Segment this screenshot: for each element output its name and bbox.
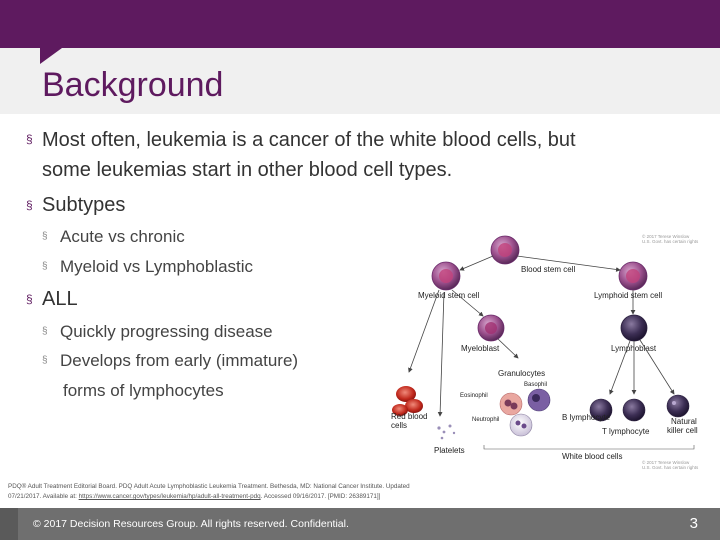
label-myeloid-stem-cell: Myeloid stem cell <box>418 291 480 300</box>
title-band <box>0 48 720 114</box>
bullet-subtypes: Subtypes <box>42 194 126 216</box>
label-blood-stem-cell: Blood stem cell <box>521 265 575 274</box>
sub-bullet-square-icon: § <box>42 326 48 337</box>
label-red-blood-line1: Red blood <box>391 412 427 421</box>
header-bar <box>0 0 720 48</box>
diagram-copyright-line2: U.S. Govt. has certain rights <box>642 239 699 244</box>
sub-bullet-quickly-progressing: Quickly progressing disease <box>60 322 273 341</box>
label-natural-killer-line2: killer cell <box>667 426 698 435</box>
sub-bullet-develops-from-early-line2: forms of lymphocytes <box>63 381 224 400</box>
sub-bullet-acute-vs-chronic: Acute vs chronic <box>60 227 185 246</box>
label-b-lymphocyte: B lymphocyte <box>562 413 611 422</box>
label-red-blood-line2: cells <box>391 421 407 430</box>
diagram-copyright-bottom-line1: © 2017 Terese Winslow <box>642 459 690 465</box>
title-notch-decoration <box>40 48 62 64</box>
reference-line2-suffix: . Accessed 09/16/2017. [PMID: 26389171]] <box>260 493 381 500</box>
bullet-square-icon: § <box>26 198 33 212</box>
page-number: 3 <box>689 515 698 532</box>
red-blood-cells-icon <box>392 386 423 416</box>
sub-bullet-square-icon: § <box>42 231 48 242</box>
reference-link[interactable]: https://www.cancer.gov/types/leukemia/hp… <box>78 493 261 500</box>
myeloblast-icon <box>477 314 505 342</box>
reference-citation: PDQ® Adult Treatment Editorial Board. PD… <box>8 482 478 502</box>
reference-line1: PDQ® Adult Treatment Editorial Board. PD… <box>8 483 410 490</box>
label-natural-killer-line1: Natural <box>671 417 697 426</box>
b-lymphocyte-icon <box>589 398 613 422</box>
myeloid-stem-cell-icon <box>431 261 461 291</box>
label-platelets: Platelets <box>434 446 465 455</box>
white-blood-cells-bracket <box>483 445 695 450</box>
sub-bullet-myeloid-vs-lymphoblastic: Myeloid vs Lymphoblastic <box>60 257 254 276</box>
granulocytes-cluster-icon <box>499 388 551 437</box>
footer-bar <box>0 508 720 540</box>
label-white-blood-cells: White blood cells <box>562 452 622 461</box>
reference-line2: 07/21/2017. Available at: https://www.ca… <box>8 492 478 502</box>
diagram-copyright-line1: © 2017 Terese Winslow <box>642 233 690 239</box>
diagram-copyright-bottom-line2: U.S. Govt. has certain rights <box>642 465 699 470</box>
footer-copyright: © 2017 Decision Resources Group. All rig… <box>33 518 349 530</box>
sub-bullet-square-icon: § <box>42 261 48 272</box>
t-lymphocyte-icon <box>622 398 646 422</box>
sub-bullet-square-icon: § <box>42 355 48 366</box>
label-neutrophil: Neutrophil <box>472 417 499 423</box>
bullet-square-icon: § <box>26 132 33 146</box>
bullet-leukemia-definition-line2: some leukemias start in other blood cell… <box>42 159 453 181</box>
label-eosinophil: Eosinophil <box>460 393 488 399</box>
lineage-arrows <box>408 255 675 417</box>
platelets-icon <box>437 424 456 440</box>
label-lymphoid-stem-cell: Lymphoid stem cell <box>594 291 662 300</box>
label-t-lymphocyte: T lymphocyte <box>602 427 650 436</box>
reference-line2-prefix: 07/21/2017. Available at: <box>8 493 79 500</box>
bullet-square-icon: § <box>26 292 33 306</box>
label-myeloblast: Myeloblast <box>461 344 500 353</box>
natural-killer-cell-icon <box>666 394 690 418</box>
blood-cell-lineage-diagram: Blood stem cell Myeloid stem cell Lympho… <box>391 233 699 470</box>
bullet-all: ALL <box>42 288 78 310</box>
sub-bullet-develops-from-early-line1: Develops from early (immature) <box>60 351 299 370</box>
blood-stem-cell-icon <box>490 235 520 265</box>
label-granulocytes: Granulocytes <box>498 369 545 378</box>
lymphoblast-icon <box>620 314 648 342</box>
slide-title: Background <box>42 66 224 104</box>
label-basophil: Basophil <box>524 382 547 388</box>
footer-accent <box>0 508 18 540</box>
lymphoid-stem-cell-icon <box>618 261 648 291</box>
bullet-leukemia-definition-line1: Most often, leukemia is a cancer of the … <box>42 129 576 151</box>
